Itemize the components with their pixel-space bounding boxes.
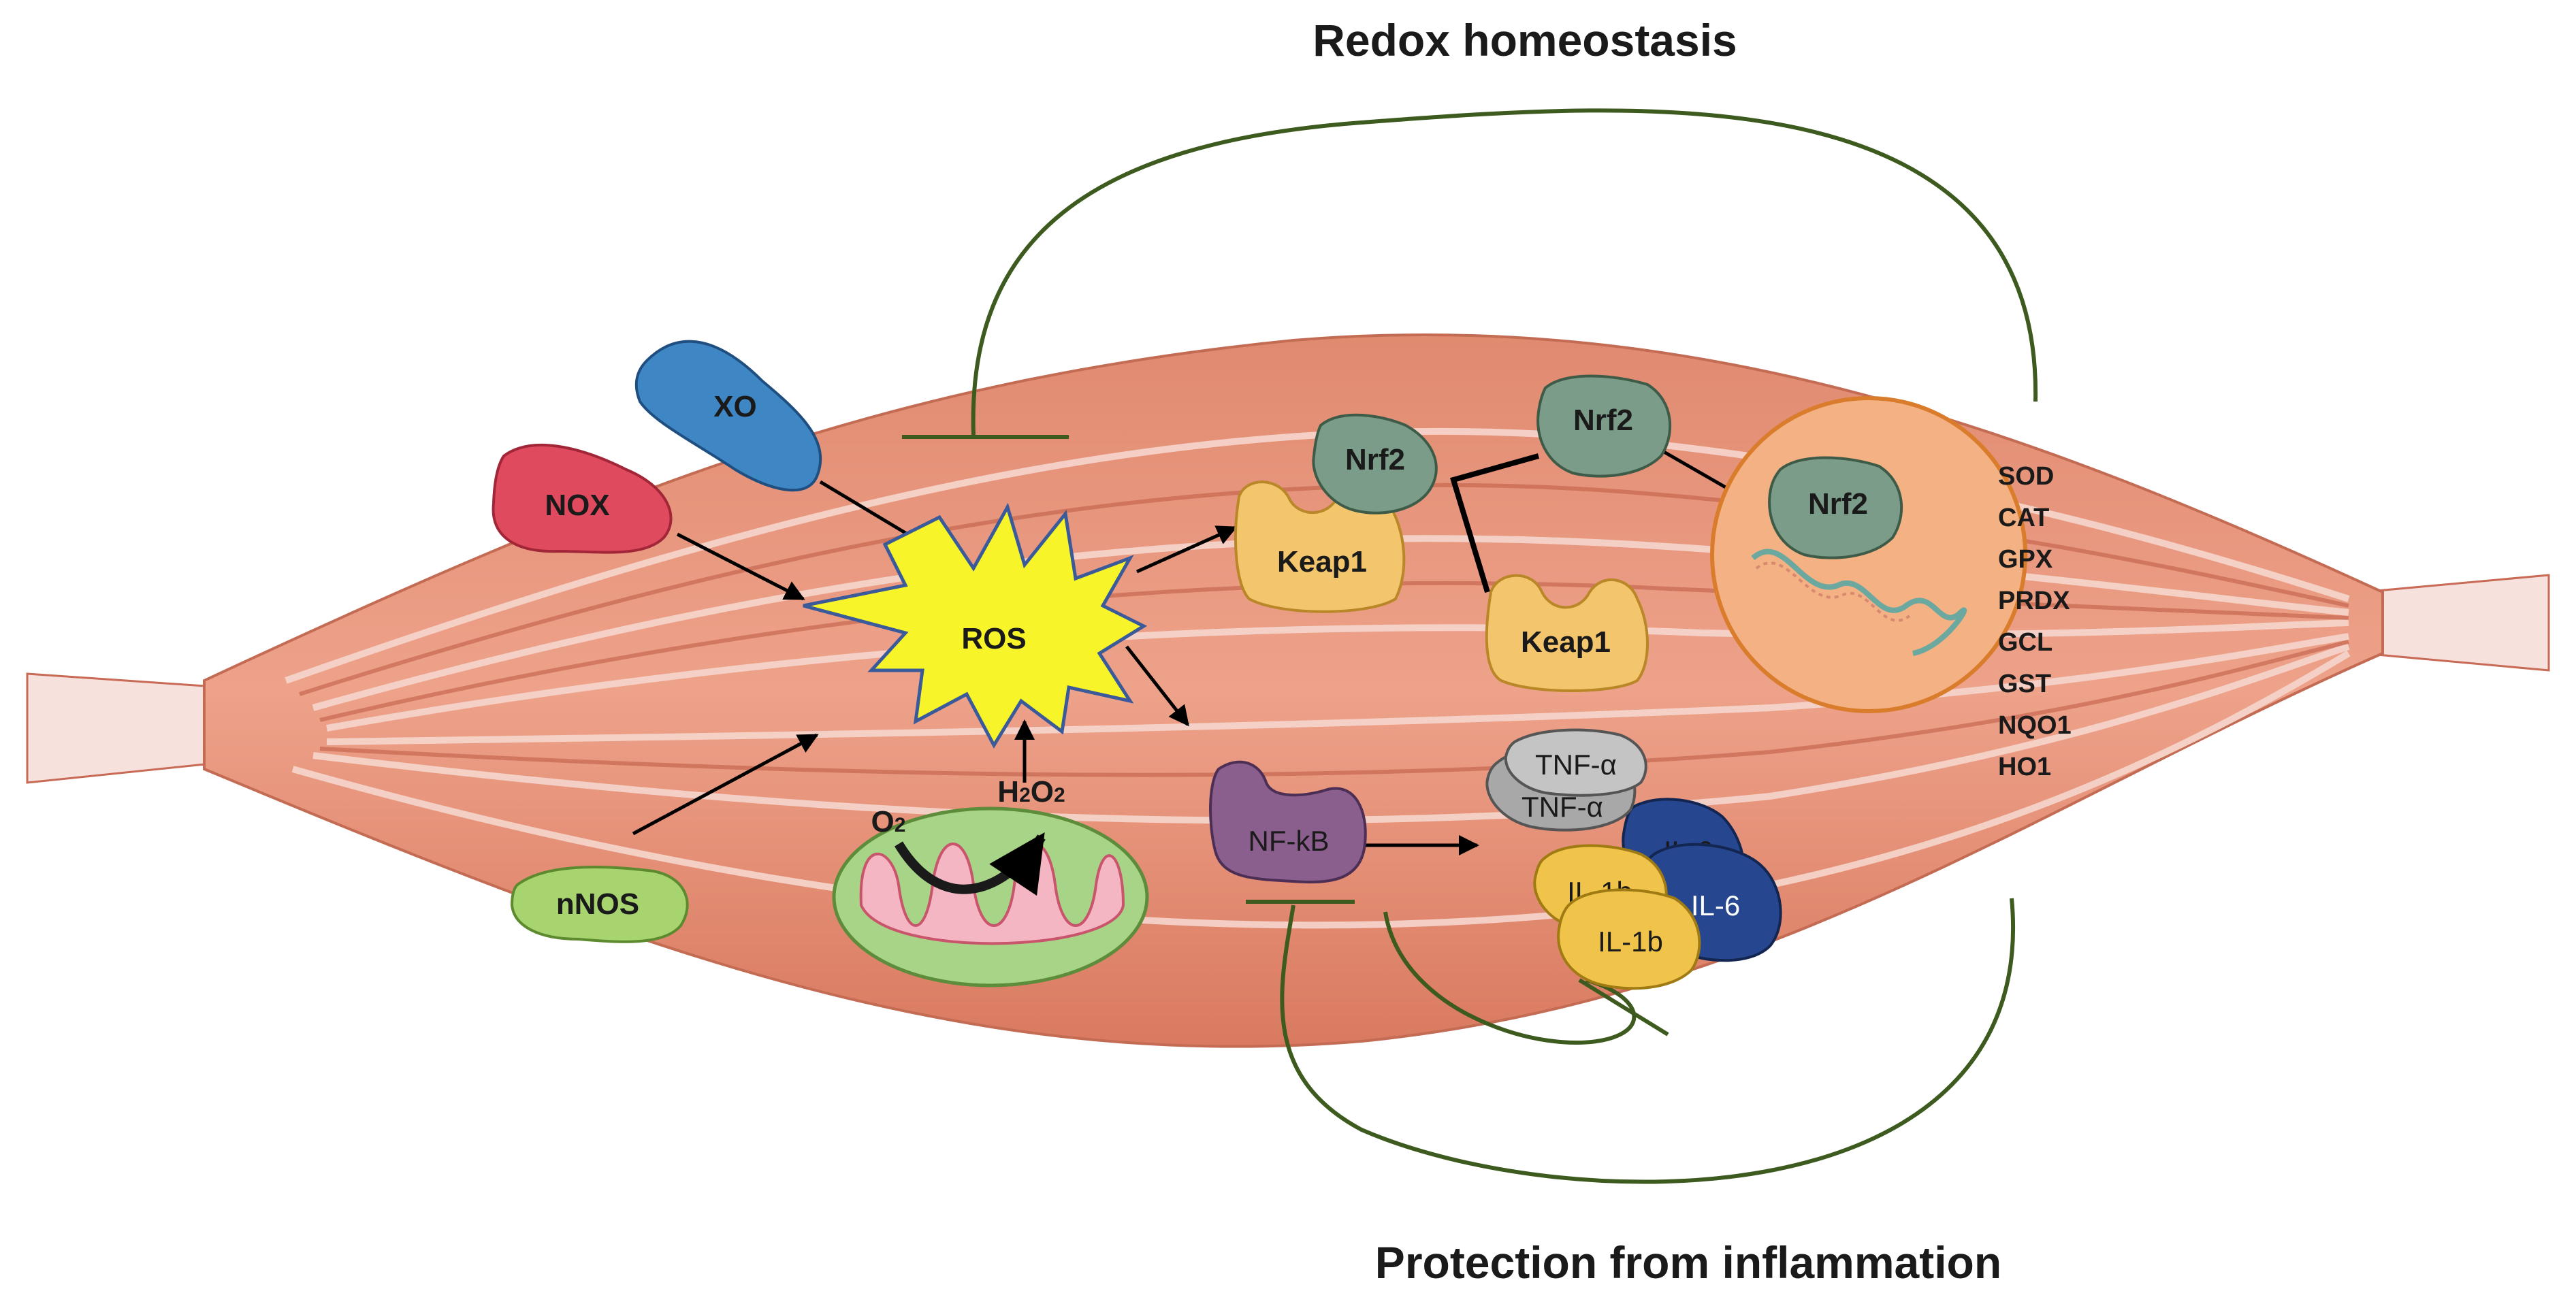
dna-strand-2	[1755, 561, 1911, 622]
free-nrf2-label: Nrf2	[1573, 404, 1633, 437]
gene-item: NQO1	[1998, 711, 2072, 740]
gene-item: CAT	[1998, 504, 2049, 532]
nox-label: NOX	[545, 489, 609, 522]
free-keap1: Keap1	[1485, 574, 1649, 692]
nnos-shape	[510, 866, 689, 943]
gene-item: GCL	[1998, 628, 2052, 657]
free-keap1-label: Keap1	[1521, 625, 1611, 659]
xo-enzyme: XO	[634, 340, 822, 492]
ros-label: ROS	[961, 622, 1026, 655]
dna-strand	[1751, 549, 1967, 656]
complex-keap1-shape	[1234, 480, 1406, 613]
xo-shape	[634, 340, 822, 492]
nnos-label: nNOS	[556, 887, 639, 921]
tnf-front-label: TNF-α	[1535, 749, 1617, 781]
ros-burst: ROS	[803, 502, 1148, 749]
xo-label: XO	[713, 390, 757, 423]
inflammation-loop	[1280, 898, 2016, 1184]
gene-item: HO1	[1998, 753, 2051, 781]
gene-item: PRDX	[1998, 587, 2070, 615]
cytokine-cluster: IL-6 IL-6 TNF-α TNF-α IL-1b IL-1b	[1485, 728, 1782, 990]
nfkb-shape	[1209, 760, 1367, 884]
nucleus: Nrf2	[1710, 396, 2027, 713]
muscle-belly	[203, 333, 2384, 1048]
arrow-ros-nfkb	[1125, 645, 1189, 727]
tendon-left	[26, 672, 226, 784]
arrow-ros-keap	[1136, 525, 1238, 574]
nfkb-label: NF-kB	[1249, 825, 1330, 857]
h2o2-label: H2O2	[997, 775, 1065, 809]
redox-loop	[971, 108, 2038, 436]
ros-star	[803, 502, 1148, 749]
gene-item: SOD	[1998, 462, 2054, 491]
il6-front-label: IL-6	[1691, 889, 1740, 921]
gene-item: GST	[1998, 670, 2051, 698]
complex-nrf2-label: Nrf2	[1345, 443, 1405, 476]
complex-keap1-label: Keap1	[1277, 545, 1367, 578]
cytokine-inhibit-bar	[1578, 978, 1669, 1036]
cytokine-loop	[1383, 911, 1637, 1045]
complex-nrf2-shape	[1312, 413, 1438, 515]
dissociation-bracket	[1449, 453, 1540, 593]
arrow-nnos-ros	[632, 733, 819, 836]
mitochondrion: O2 H2O2	[832, 775, 1149, 987]
mito-outer	[832, 806, 1149, 987]
title-protection-from-inflammation: Protection from inflammation	[1375, 1237, 2001, 1288]
o2-label: O2	[871, 805, 906, 838]
title-redox-homeostasis: Redox homeostasis	[1313, 15, 1737, 65]
nuclear-nrf2-label: Nrf2	[1808, 487, 1868, 521]
nuclear-nrf2-shape	[1768, 456, 1903, 559]
tnf-front-shape	[1504, 728, 1647, 797]
free-nrf2: Nrf2	[1536, 374, 1672, 478]
il1b-front-shape	[1557, 888, 1701, 990]
nox-enzyme: NOX	[492, 444, 673, 554]
arrow-nox-ros	[676, 532, 805, 601]
inhibition-loops	[902, 108, 2038, 1184]
free-keap1-shape	[1485, 574, 1649, 692]
nnos-enzyme: nNOS	[510, 866, 689, 943]
gene-item: GPX	[1998, 545, 2053, 574]
il1b-front-label: IL-1b	[1598, 926, 1663, 958]
nfkb-protein: NF-kB	[1209, 760, 1367, 884]
free-nrf2-shape	[1536, 374, 1672, 478]
keap1-nrf2-complex: Nrf2 Keap1	[1234, 413, 1438, 613]
nox-shape	[492, 444, 673, 554]
tendon-right	[2361, 574, 2550, 672]
mito-reaction-arrow	[895, 832, 1046, 896]
